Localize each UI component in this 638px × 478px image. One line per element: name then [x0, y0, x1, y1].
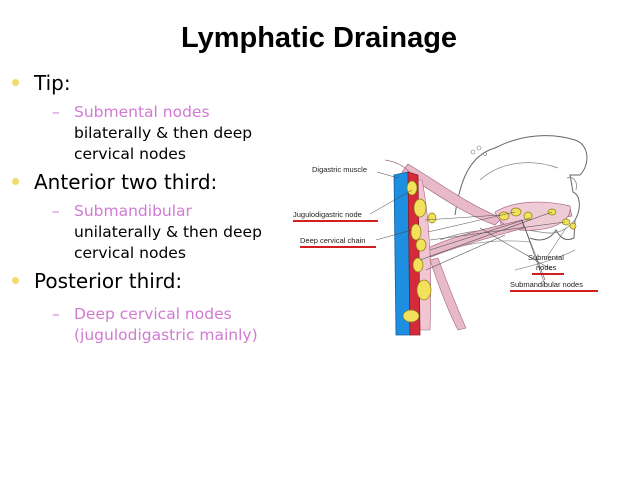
label-submental: Submental	[528, 253, 564, 262]
bullet-tip: Tip:	[12, 70, 302, 96]
highlight-text: Submandibular	[74, 202, 192, 220]
submental-nodes	[561, 218, 577, 230]
bullet-dot	[12, 178, 19, 185]
label-jugulodigastric-node: Jugulodigastric node	[293, 210, 362, 219]
omohyoid-muscle	[427, 219, 525, 258]
dash-marker: –	[52, 305, 60, 323]
bullet-dot	[12, 79, 19, 86]
neck-muscle	[429, 257, 467, 331]
bullet-heading: Posterior third:	[34, 269, 183, 293]
tongue-outline	[479, 162, 559, 181]
highlight-text: (jugulodigastric mainly)	[74, 326, 258, 344]
sub-bullet-posterior: – Deep cervical nodes (jugulodigastric m…	[12, 304, 302, 346]
bullet-heading: Tip:	[34, 71, 71, 95]
label-digastric-muscle: Digastric muscle	[312, 165, 367, 174]
slide-title: Lymphatic Drainage	[180, 22, 458, 54]
small-circle	[483, 152, 487, 156]
bullet-heading: Anterior two third:	[34, 170, 218, 194]
sub-bullet-line: cervical nodes	[74, 244, 186, 262]
bullet-list: Tip: – Submental nodes bilaterally & the…	[12, 70, 302, 346]
bullet-posterior: Posterior third:	[12, 268, 302, 294]
small-circle	[470, 149, 476, 155]
sub-bullet-anterior: – Submandibular unilaterally & then deep…	[12, 201, 302, 264]
sub-bullet-line: unilaterally & then deep	[74, 223, 262, 241]
dash-marker: –	[52, 103, 60, 121]
label-deep-cervical-chain: Deep cervical chain	[300, 236, 365, 245]
drainage-lines	[419, 211, 566, 281]
highlight-text: Deep cervical nodes	[74, 305, 232, 323]
jaw-outline	[454, 135, 588, 241]
chin-outline	[566, 177, 577, 191]
label-submandibular-nodes: Submandibular nodes	[510, 280, 583, 289]
mandible-outline	[439, 219, 576, 241]
label-submental-nodes: nodes	[536, 263, 557, 272]
bullet-anterior: Anterior two third:	[12, 169, 302, 195]
lymph-drainage-diagram: Digastric muscle Jugulodigastric node De…	[293, 135, 598, 336]
sub-bullet-line: bilaterally & then deep	[74, 124, 253, 142]
dash-marker: –	[52, 202, 60, 220]
bullet-dot	[12, 277, 19, 284]
highlight-text: Submental nodes	[74, 103, 210, 121]
sub-bullet-line: cervical nodes	[74, 145, 186, 163]
small-circle	[476, 145, 482, 151]
sub-bullet-tip: – Submental nodes bilaterally & then dee…	[12, 102, 302, 165]
hyoid-outline	[514, 249, 576, 271]
